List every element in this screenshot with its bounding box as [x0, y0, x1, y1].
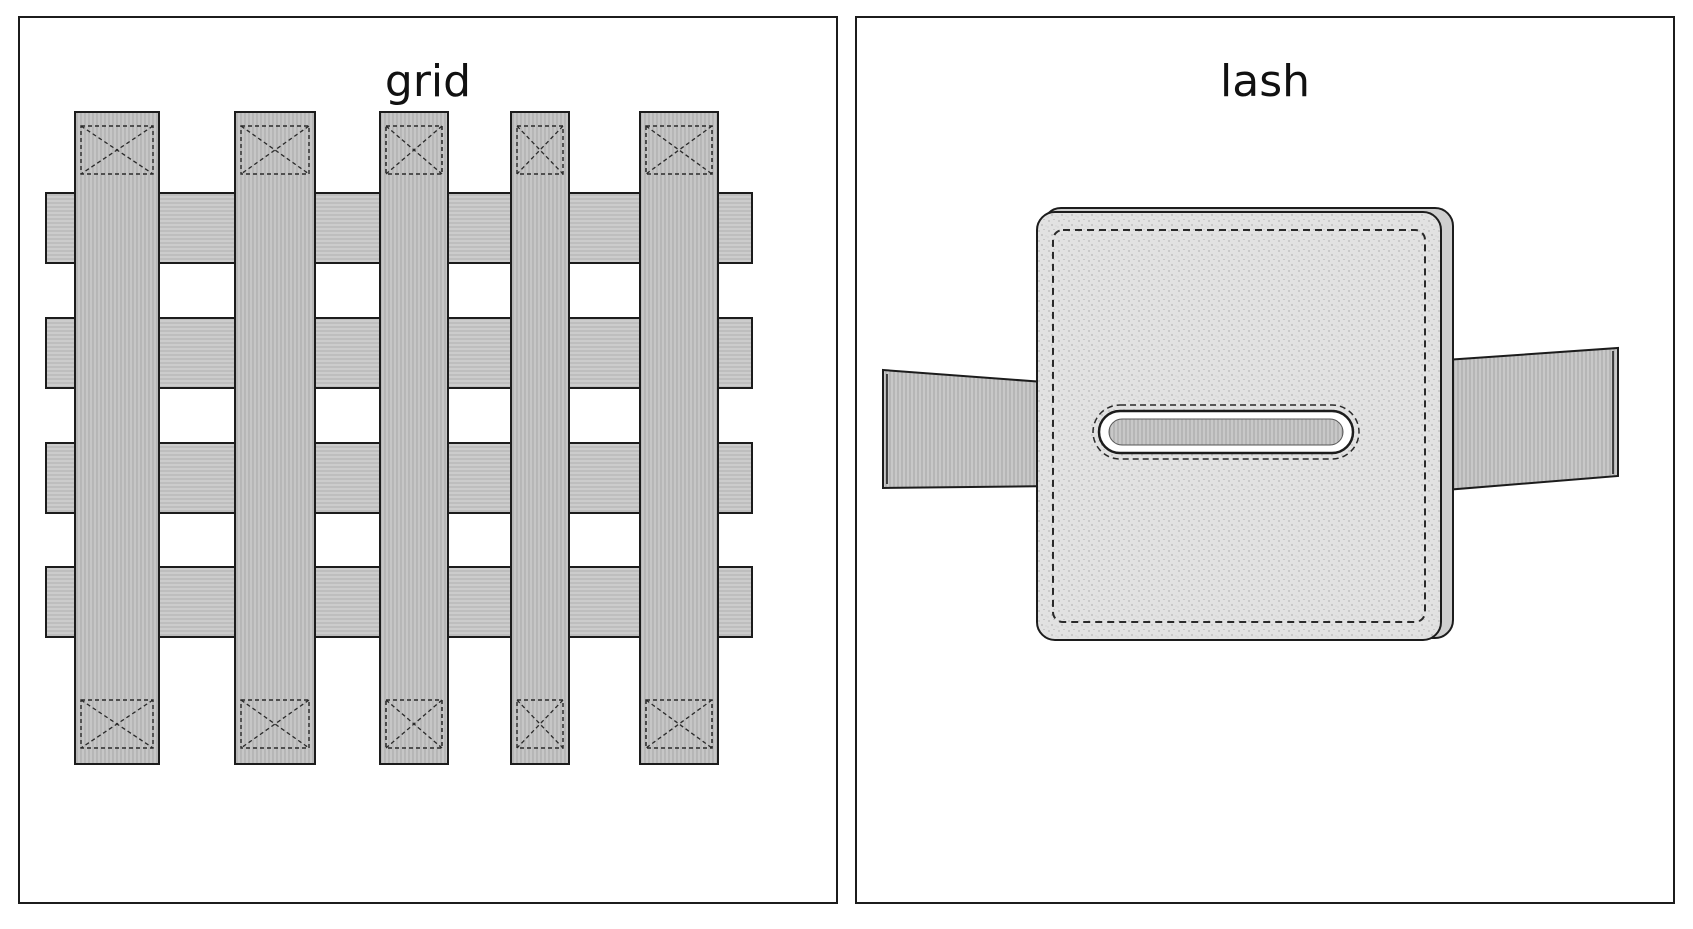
- right-strap: [1444, 346, 1619, 492]
- vertical-strap: [639, 111, 719, 765]
- grid-panel: grid: [18, 16, 838, 904]
- vertical-strap: [510, 111, 570, 765]
- webbing-grid-icon: [45, 111, 753, 765]
- lash-panel: lash: [855, 16, 1675, 904]
- pad-stitching: [1052, 229, 1426, 623]
- grid-panel-title: grid: [384, 56, 472, 107]
- vertical-strap: [74, 111, 160, 765]
- vertical-strap: [234, 111, 316, 765]
- lash-panel-title: lash: [1220, 56, 1310, 107]
- left-strap: [882, 368, 1058, 490]
- lash-tab-icon: [882, 207, 1619, 641]
- vertical-strap: [379, 111, 449, 765]
- vertical-straps: [74, 111, 719, 765]
